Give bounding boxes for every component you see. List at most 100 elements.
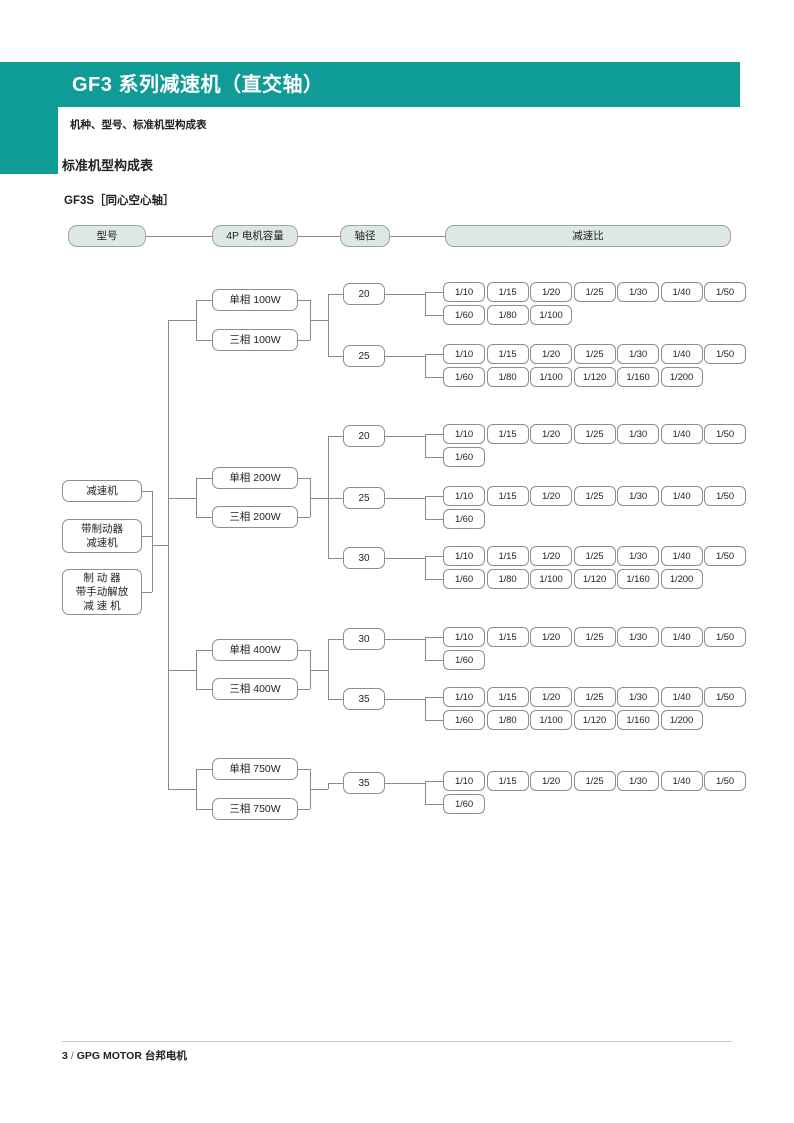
section-title: 标准机型构成表 (62, 158, 154, 173)
ratio-box-2-2-1-7: 1/50 (704, 486, 746, 506)
main-trunk-spine (168, 320, 169, 789)
ratio-box-2-1-1-4: 1/25 (573, 424, 616, 444)
capacity-in-three-1 (196, 340, 212, 341)
ratio-box-4-1-1-5: 1/30 (617, 771, 659, 791)
header-connector-3 (390, 236, 445, 237)
ratio-box-1-2-1-6: 1/40 (660, 344, 703, 364)
trunk-to-capacity-4 (168, 789, 196, 790)
ratio-box-3-2-2-1: 1/60 (443, 710, 485, 730)
ratio-box-2-2-1-1: 1/10 (443, 486, 485, 506)
capacity-in-spine-2 (196, 478, 197, 517)
capacity-in-three-4 (196, 809, 212, 810)
ratio-box-2-2-1-6: 1/40 (660, 486, 703, 506)
ratio-box-2-3-1-2: 1/15 (486, 546, 529, 566)
column-header-1: 型号 (68, 225, 146, 247)
ratio-box-3-2-1-7: 1/50 (704, 687, 746, 707)
model-stub-2 (142, 536, 152, 537)
ratio-box-1-2-2-1: 1/60 (443, 367, 485, 387)
ratio-box-3-1-1-4: 1/25 (573, 627, 616, 647)
capacity-out-three-3 (298, 689, 310, 690)
capacity-to-shaft-2 (310, 497, 328, 499)
ratio-box-2-2-2-1: 1/60 (443, 509, 485, 529)
ratio-box-2-3-1-1: 1/10 (443, 546, 485, 566)
shaft-in-3-2 (328, 699, 343, 700)
ratio-box-3-1-1-5: 1/30 (617, 627, 659, 647)
footer-separator: / (70, 1050, 74, 1062)
ratio-row-stub-2-3-2 (425, 579, 443, 580)
shaft-in-2-2 (328, 498, 343, 499)
shaft-in-1-2 (328, 356, 343, 357)
ratio-box-3-2-2-6: 1/200 (660, 710, 703, 730)
capacity-out-three-4 (298, 809, 310, 810)
ratio-box-2-2-1-5: 1/30 (617, 486, 659, 506)
ratio-box-3-2-2-5: 1/160 (617, 710, 659, 730)
capacity-to-shaft-3 (310, 669, 328, 671)
ratio-row-stub-3-1-2 (425, 660, 443, 661)
capacity-out-three-1 (298, 340, 310, 341)
ratio-box-1-1-2-2: 1/80 (486, 305, 529, 325)
shaft-to-ratio-3-1 (385, 639, 425, 640)
ratio-box-1-1-2-3: 1/100 (530, 305, 572, 325)
shaft-in-2-3 (328, 558, 343, 559)
ratio-row-stub-4-1-2 (425, 804, 443, 805)
trunk-to-capacity-3 (168, 669, 196, 671)
ratio-spine-2-3 (425, 556, 426, 579)
ratio-row-stub-2-1-2 (425, 457, 443, 458)
footer: 3/GPG MOTOR 台邦电机 (62, 1048, 187, 1063)
ratio-box-1-2-1-3: 1/20 (530, 344, 572, 364)
capacity-in-three-3 (196, 689, 212, 690)
ratio-row-stub-2-3-1 (425, 556, 443, 557)
ratio-row-stub-1-1-1 (425, 292, 443, 293)
ratio-box-2-1-1-7: 1/50 (704, 424, 746, 444)
capacity-box-single-1: 单相 100W (212, 289, 298, 311)
model-stub-1 (142, 491, 152, 492)
ratio-box-1-2-2-4: 1/120 (573, 367, 616, 387)
ratio-box-1-2-1-4: 1/25 (573, 344, 616, 364)
ratio-box-3-1-1-3: 1/20 (530, 627, 572, 647)
ratio-box-2-1-2-1: 1/60 (443, 447, 485, 467)
ratio-box-2-3-2-1: 1/60 (443, 569, 485, 589)
model-to-trunk (152, 545, 168, 546)
ratio-box-4-1-1-7: 1/50 (704, 771, 746, 791)
header-connector-2 (298, 236, 340, 237)
ratio-box-1-1-1-6: 1/40 (660, 282, 703, 302)
capacity-out-single-1 (298, 300, 310, 301)
ratio-box-2-3-1-4: 1/25 (573, 546, 616, 566)
ratio-box-3-1-1-6: 1/40 (660, 627, 703, 647)
model-spine (152, 491, 153, 592)
ratio-row-stub-3-1-1 (425, 637, 443, 638)
ratio-box-2-3-1-6: 1/40 (660, 546, 703, 566)
ratio-row-stub-4-1-1 (425, 781, 443, 782)
ratio-box-2-1-1-1: 1/10 (443, 424, 485, 444)
ratio-box-3-2-2-3: 1/100 (530, 710, 572, 730)
capacity-box-single-2: 单相 200W (212, 467, 298, 489)
ratio-box-2-3-2-6: 1/200 (660, 569, 703, 589)
page-title: GF3 系列减速机（直交轴） (72, 74, 324, 96)
column-header-4: 减速比 (445, 225, 731, 247)
model-type-box-3: 制 动 器 带手动解放 减 速 机 (62, 569, 142, 615)
header-connector-1 (146, 236, 212, 237)
shaft-spine-3 (328, 639, 329, 699)
capacity-in-single-2 (196, 478, 212, 479)
footer-divider (62, 1041, 732, 1042)
ratio-box-3-2-1-3: 1/20 (530, 687, 572, 707)
page-subtitle: 机种、型号、标准机型构成表 (70, 119, 207, 131)
ratio-box-1-1-1-7: 1/50 (704, 282, 746, 302)
shaft-in-4-1 (328, 783, 343, 784)
shaft-to-ratio-2-3 (385, 558, 425, 559)
ratio-spine-2-2 (425, 496, 426, 519)
shaft-to-ratio-1-2 (385, 356, 425, 357)
header-accent-block (0, 62, 58, 174)
series-label: GF3S［同心空心轴］ (64, 195, 175, 207)
ratio-box-4-1-1-4: 1/25 (573, 771, 616, 791)
ratio-box-3-2-1-5: 1/30 (617, 687, 659, 707)
ratio-row-stub-1-1-2 (425, 315, 443, 316)
capacity-in-spine-4 (196, 769, 197, 809)
capacity-box-three-3: 三相 400W (212, 678, 298, 700)
shaft-spine-2 (328, 436, 329, 558)
ratio-row-stub-2-2-2 (425, 519, 443, 520)
shaft-spine-1 (328, 294, 329, 356)
ratio-row-stub-3-2-2 (425, 720, 443, 721)
capacity-out-single-2 (298, 478, 310, 479)
ratio-box-2-1-1-6: 1/40 (660, 424, 703, 444)
